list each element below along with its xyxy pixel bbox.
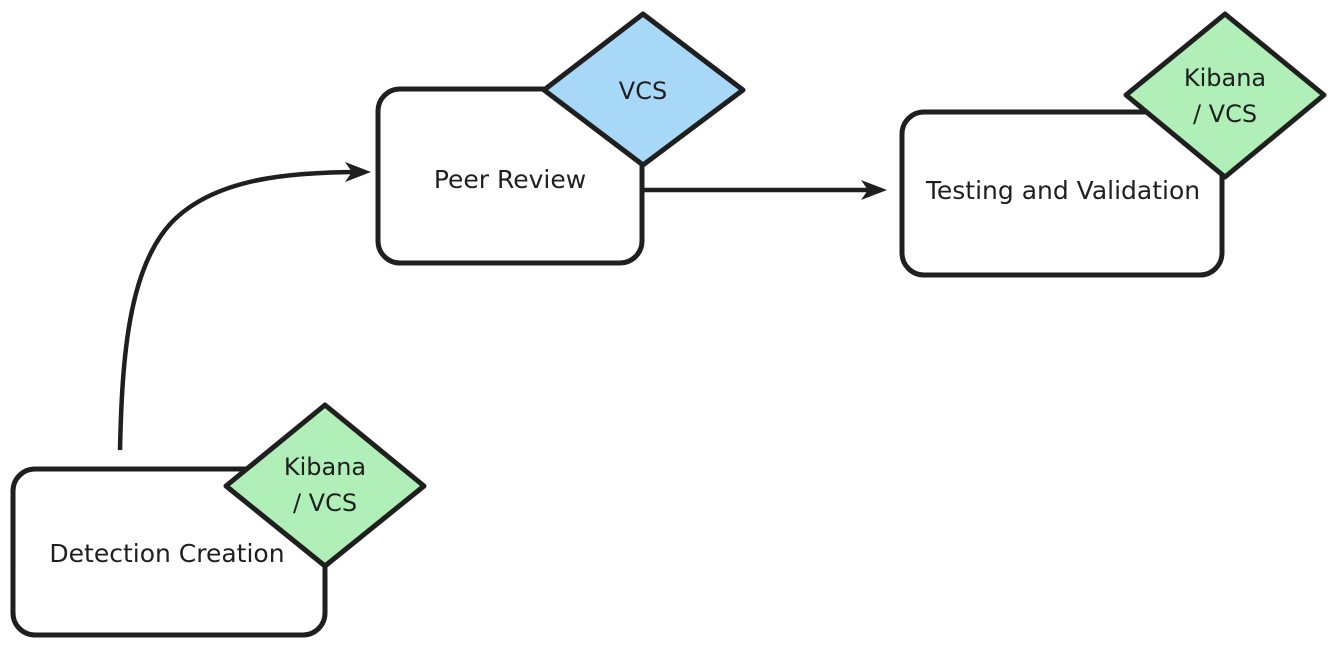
edge-detection-to-peer-review[interactable]	[117, 162, 371, 451]
annotation-detection-creation-tool[interactable]: Kibana / VCS	[223, 402, 427, 569]
edges-layer	[117, 162, 887, 451]
annotation-detection-creation-tool-label-line2: / VCS	[293, 489, 357, 517]
annotation-peer-review-tool-label-line1: VCS	[619, 77, 667, 105]
node-testing-and-validation-box	[899, 109, 1225, 278]
node-testing-and-validation[interactable]: Testing and Validation	[899, 109, 1225, 278]
node-peer-review[interactable]: Peer Review	[375, 86, 645, 266]
annotation-testing-and-validation-tool-label-line2: / VCS	[1193, 100, 1257, 128]
edge-peer-review-to-testing-arrowhead	[861, 180, 887, 200]
node-peer-review-box	[375, 86, 645, 266]
node-testing-and-validation-label: Testing and Validation	[925, 176, 1200, 205]
edge-detection-to-peer-review-path	[117, 169, 363, 451]
annotation-detection-creation-tool-label-line1: Kibana	[284, 453, 366, 481]
annotation-testing-and-validation-tool[interactable]: Kibana / VCS	[1123, 11, 1327, 180]
annotation-detection-creation-tool-diamond	[223, 402, 427, 569]
edge-peer-review-to-testing[interactable]	[643, 180, 887, 200]
annotation-testing-and-validation-tool-diamond	[1123, 11, 1327, 180]
node-detection-creation-label: Detection Creation	[49, 539, 284, 568]
annotation-peer-review-tool[interactable]: VCS	[541, 11, 746, 168]
edge-detection-to-peer-review-arrowhead	[345, 162, 371, 182]
annotation-testing-and-validation-tool-label-line1: Kibana	[1184, 64, 1266, 92]
annotation-peer-review-tool-diamond	[541, 11, 746, 168]
node-peer-review-label: Peer Review	[434, 165, 586, 194]
